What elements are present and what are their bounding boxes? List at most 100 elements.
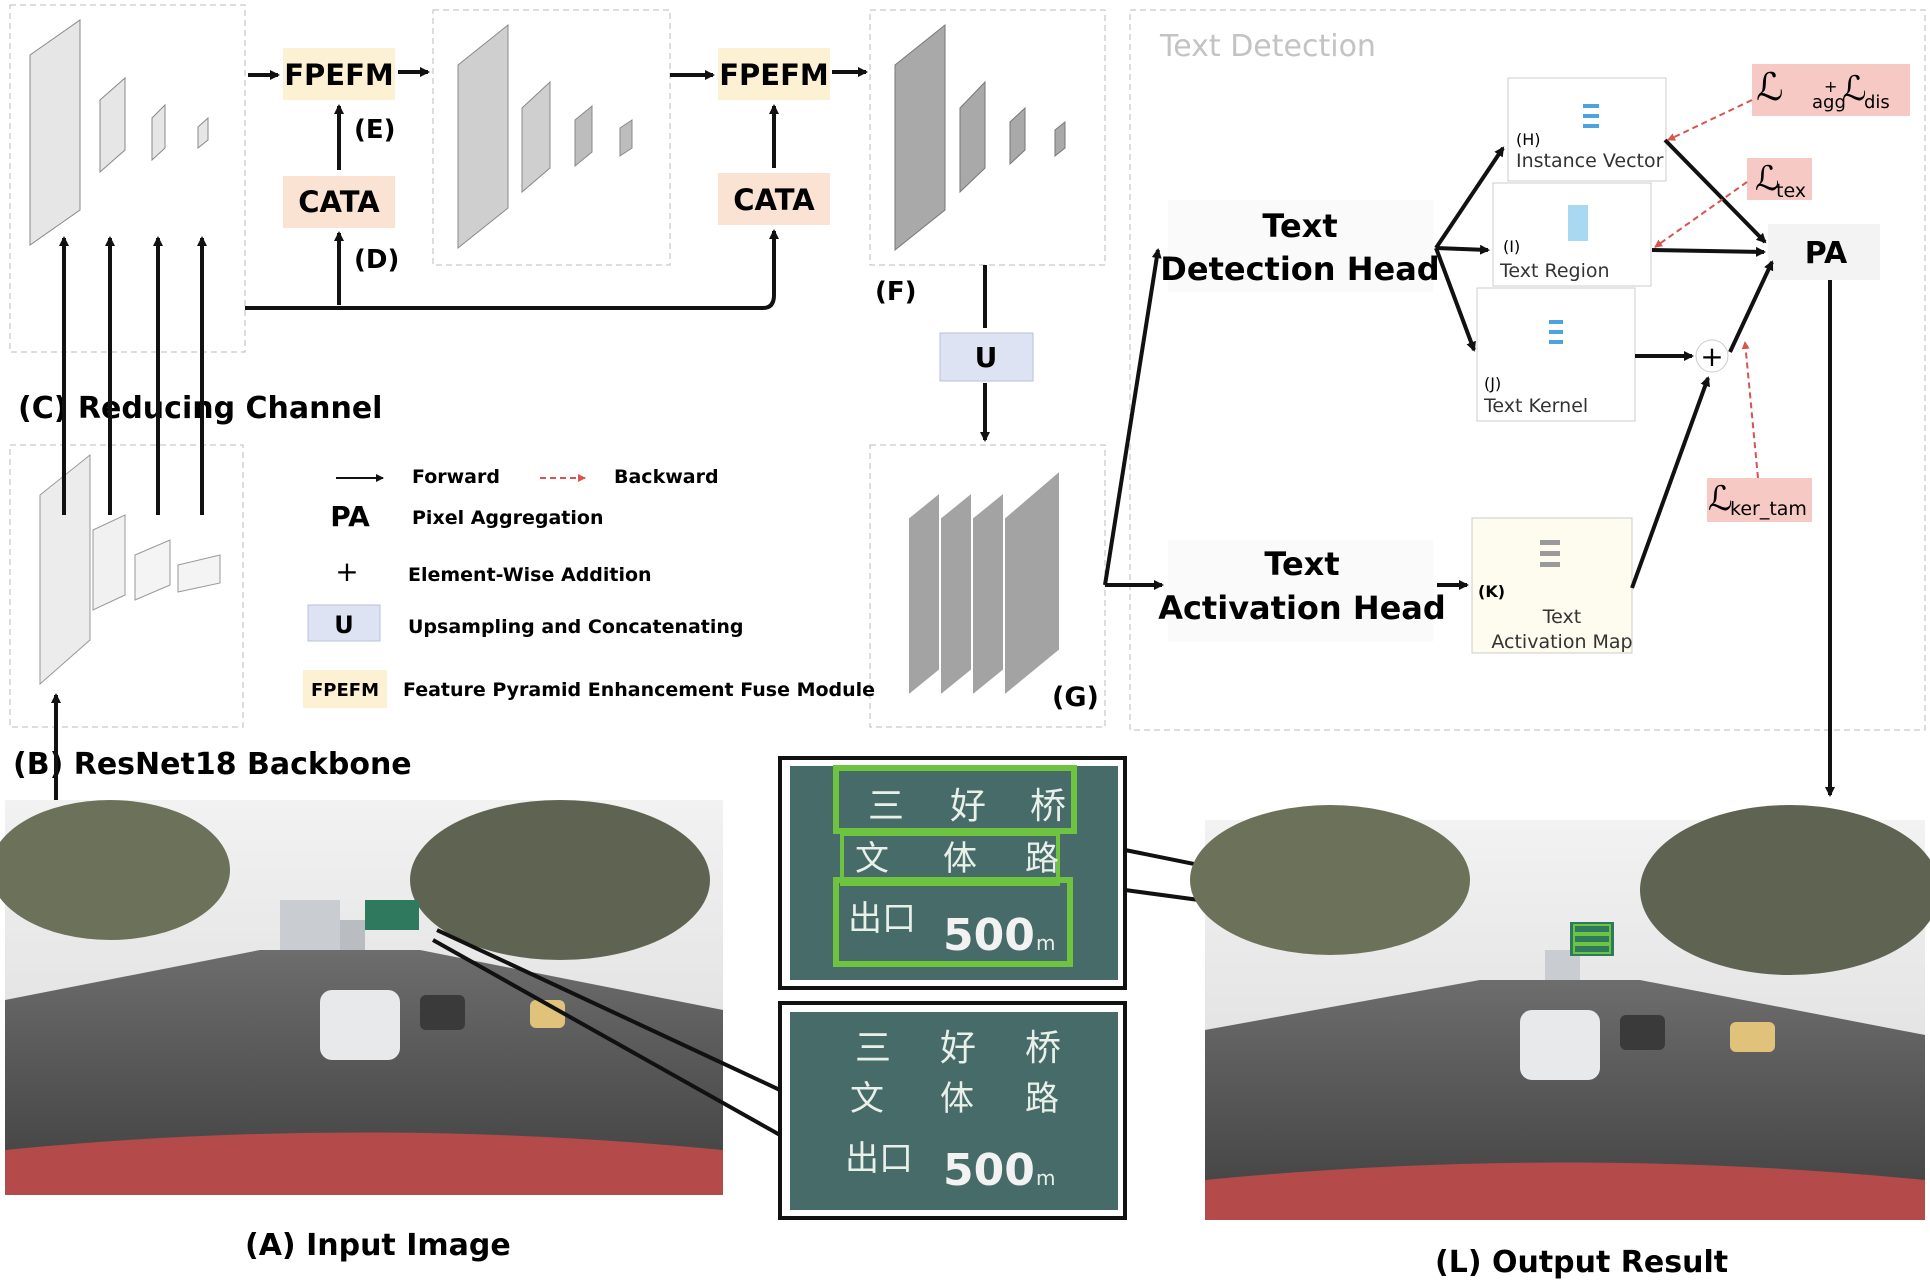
sign-p-exit: 出口: [845, 1139, 913, 1179]
legend-fpefm-text: Feature Pyramid Enhancement Fuse Module: [403, 679, 875, 701]
fpefm-box-2: [718, 48, 830, 100]
pa-box: [1768, 224, 1880, 280]
loss-tex-symbol: ℒ: [1755, 159, 1780, 199]
loss-agg-plus: +: [1824, 77, 1837, 96]
activation-head-line2: Activation Head: [1158, 589, 1446, 627]
input-image: [0, 800, 723, 1195]
loss-tex-sub: tex: [1776, 180, 1806, 202]
detection-arrows: [1103, 138, 1835, 797]
sign-p-unit: m: [1036, 1166, 1055, 1190]
card-k: (K) Text Activation Map: [1471, 517, 1633, 654]
sign-p-r2-c3: 路: [1025, 1079, 1059, 1119]
sign-p-r2-c2: 体: [940, 1079, 974, 1119]
backbone-arrows: [51, 236, 207, 800]
card-i-label: Text Region: [1499, 260, 1610, 282]
pyramid-g: [869, 444, 1106, 728]
sign-d-exit: 出口: [848, 899, 916, 939]
plus-node: [1695, 339, 1729, 373]
card-h-tag: (H): [1516, 130, 1541, 149]
sign-d-r2-c1: 文: [855, 839, 889, 879]
cata-label-2: CATA: [733, 183, 815, 217]
zoom-sign-plain: 三 好 桥 文 体 路 出口 500 m: [778, 1001, 1127, 1220]
card-k-tag: (K): [1478, 582, 1505, 601]
sign-d-r1-c1: 三: [868, 786, 904, 827]
backward-arrows: [1654, 99, 1759, 479]
sign-p-r2-c1: 文: [850, 1079, 884, 1119]
legend-plus-symbol: +: [335, 555, 358, 588]
legend-u-text: Upsampling and Concatenating: [408, 616, 744, 638]
label-f: (F): [875, 277, 917, 307]
cata-box-1: [283, 176, 395, 228]
loss-ker-tam: ℒ ker_tam: [1707, 478, 1812, 522]
legend-forward: Forward: [412, 466, 500, 488]
u-box-label: U: [975, 341, 998, 374]
legend-backward: Backward: [614, 466, 719, 488]
card-j: (J) Text Kernel: [1476, 287, 1636, 422]
sign-p-r1-c1: 三: [855, 1028, 891, 1069]
sign-d-r2-c2: 体: [943, 839, 977, 879]
card-j-label: Text Kernel: [1483, 395, 1588, 417]
loss-tex: ℒ tex: [1747, 158, 1812, 202]
label-e: (E): [354, 115, 396, 145]
activation-head-box: [1168, 540, 1433, 642]
sign-p-r1-c2: 好: [940, 1028, 976, 1069]
legend-pa-symbol: PA: [330, 500, 370, 533]
top-arrows: [245, 67, 990, 442]
legend-u-box: [307, 604, 381, 642]
cata-box-2: [718, 173, 830, 225]
legend-pa-text: Pixel Aggregation: [412, 507, 603, 529]
plus-node-symbol: +: [1700, 340, 1723, 373]
legend-plus-text: Element-Wise Addition: [408, 564, 652, 586]
legend-fpefm-box: [303, 670, 387, 708]
output-result-caption: (L) Output Result: [1435, 1245, 1728, 1280]
input-sign-small: [365, 900, 419, 930]
loss-agg-sub: agg: [1812, 92, 1846, 113]
pyramid-f: [869, 9, 1106, 266]
text-detection-panel: [1129, 9, 1926, 731]
zoom-lines-input: [432, 928, 781, 1137]
card-i: (I) Text Region: [1492, 182, 1652, 287]
legend-fpefm-symbol: FPEFM: [311, 680, 379, 701]
loss-dis-symbol: ℒ: [1842, 69, 1867, 109]
card-h-label: Instance Vector: [1516, 150, 1664, 172]
card-i-tag: (I): [1503, 237, 1520, 256]
input-image-caption: (A) Input Image: [245, 1228, 511, 1263]
sign-d-r1-c3: 桥: [1030, 786, 1066, 827]
loss-dis-sub: dis: [1864, 92, 1890, 113]
detection-head-box: [1168, 200, 1433, 292]
loss-agg-symbol: ℒ: [1756, 65, 1783, 109]
sign-d-unit: m: [1036, 931, 1055, 955]
backbone-group: [9, 444, 244, 728]
loss-ker-symbol: ℒ: [1708, 479, 1733, 519]
loss-agg-dis: ℒ agg + ℒ dis: [1752, 64, 1910, 116]
fpefm-box-1: [283, 48, 395, 100]
output-sign-small: [1570, 922, 1614, 956]
card-h: (H) Instance Vector: [1507, 77, 1667, 182]
legend: Forward Backward PA Pixel Aggregation + …: [303, 466, 875, 708]
cata-label-1: CATA: [298, 185, 380, 219]
legend-u-symbol: U: [334, 611, 354, 639]
sign-p-500: 500: [943, 1145, 1035, 1196]
output-image: [1190, 805, 1930, 1220]
label-g: (G): [1052, 682, 1099, 713]
sign-d-500: 500: [943, 910, 1035, 961]
loss-ker-sub: ker_tam: [1730, 498, 1807, 520]
label-d: (D): [354, 245, 399, 275]
backbone-title: (B) ResNet18 Backbone: [13, 747, 412, 782]
zoom-sign-detected: 三 好 桥 文 体 路 出口 500 m: [778, 756, 1127, 990]
detection-head-line1: Text: [1262, 207, 1337, 245]
card-k-label-1: Text: [1542, 606, 1581, 628]
sign-d-r2-c3: 路: [1025, 839, 1059, 879]
reducing-channel-group: [9, 4, 246, 353]
detection-head-line2: Detection Head: [1160, 250, 1439, 288]
card-j-tag: (J): [1484, 374, 1501, 393]
fpefm-label-1: FPEFM: [284, 58, 394, 92]
pa-label: PA: [1805, 236, 1848, 271]
sign-p-r1-c3: 桥: [1025, 1028, 1061, 1069]
u-box: [939, 332, 1034, 382]
activation-head-line1: Text: [1264, 545, 1339, 583]
fpefm-label-2: FPEFM: [719, 58, 829, 92]
pyramid-2: [432, 9, 671, 266]
text-detection-title: Text Detection: [1159, 29, 1376, 64]
